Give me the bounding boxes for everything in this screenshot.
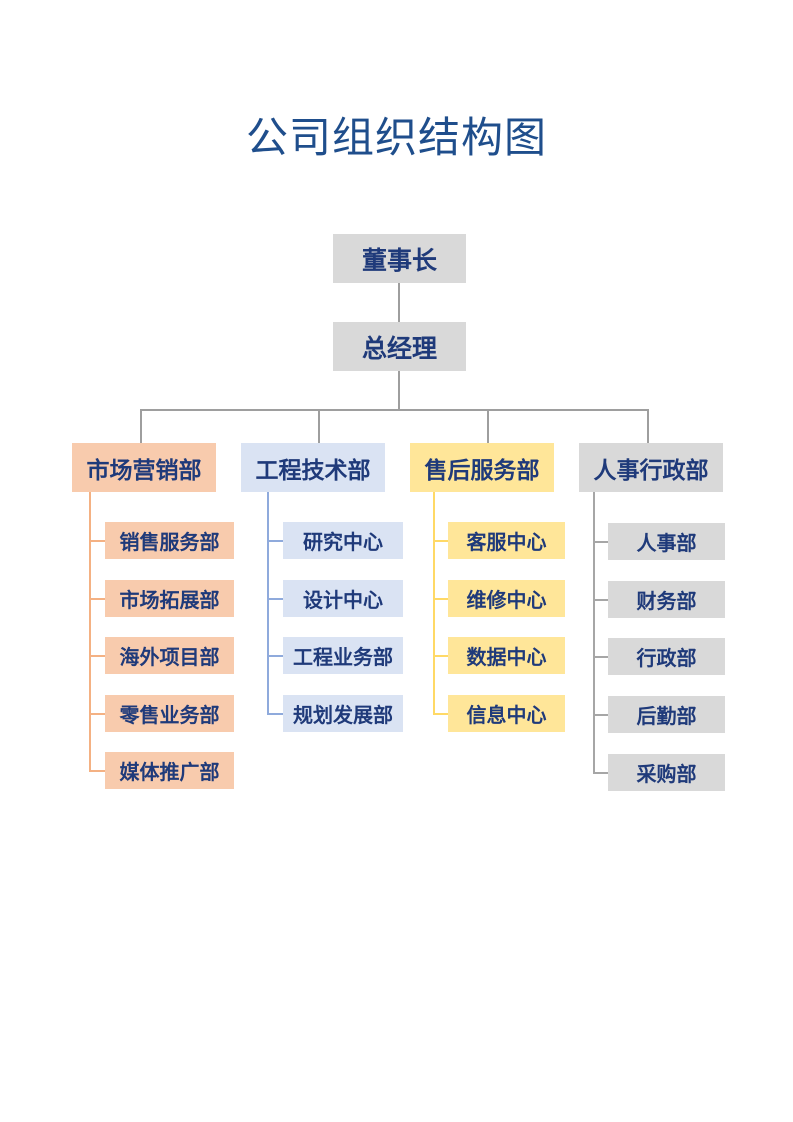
connector-line <box>89 655 105 657</box>
connector-line <box>89 770 105 772</box>
connector-line <box>593 714 608 716</box>
connector-line <box>433 540 448 542</box>
unit-information-center: 信息中心 <box>448 695 565 732</box>
unit-media-promotion: 媒体推广部 <box>105 752 234 789</box>
node-general-manager: 总经理 <box>333 322 466 371</box>
connector-line <box>398 283 400 322</box>
unit-design-center: 设计中心 <box>283 580 403 617</box>
connector-line <box>267 540 283 542</box>
unit-customer-service: 客服中心 <box>448 522 565 559</box>
connector-line <box>267 492 269 715</box>
connector-line <box>89 540 105 542</box>
unit-overseas-projects: 海外项目部 <box>105 637 234 674</box>
unit-planning-development: 规划发展部 <box>283 695 403 732</box>
connector-line <box>140 409 142 443</box>
connector-line <box>647 409 649 443</box>
connector-line <box>398 371 400 410</box>
unit-retail-business: 零售业务部 <box>105 695 234 732</box>
department-marketing: 市场营销部 <box>72 443 216 492</box>
unit-finance: 财务部 <box>608 581 725 618</box>
department-engineering: 工程技术部 <box>241 443 385 492</box>
connector-line <box>140 409 649 411</box>
page-title: 公司组织结构图 <box>245 113 547 162</box>
connector-line <box>593 656 608 658</box>
unit-sales-service: 销售服务部 <box>105 522 234 559</box>
department-hr-admin: 人事行政部 <box>579 443 723 492</box>
unit-administration: 行政部 <box>608 638 725 675</box>
connector-line <box>89 598 105 600</box>
connector-line <box>593 492 595 774</box>
unit-maintenance-center: 维修中心 <box>448 580 565 617</box>
connector-line <box>593 541 608 543</box>
connector-line <box>433 655 448 657</box>
department-after-sales: 售后服务部 <box>410 443 554 492</box>
connector-line <box>433 492 435 715</box>
connector-line <box>433 598 448 600</box>
connector-line <box>267 655 283 657</box>
connector-line <box>89 492 91 772</box>
unit-data-center: 数据中心 <box>448 637 565 674</box>
connector-line <box>318 409 320 443</box>
unit-procurement: 采购部 <box>608 754 725 791</box>
node-chairman: 董事长 <box>333 234 466 283</box>
unit-market-expansion: 市场拓展部 <box>105 580 234 617</box>
unit-logistics: 后勤部 <box>608 696 725 733</box>
unit-engineering-business: 工程业务部 <box>283 637 403 674</box>
connector-line <box>593 772 608 774</box>
connector-line <box>89 713 105 715</box>
connector-line <box>593 599 608 601</box>
unit-personnel: 人事部 <box>608 523 725 560</box>
connector-line <box>487 409 489 443</box>
connector-line <box>267 713 283 715</box>
connector-line <box>433 713 448 715</box>
connector-line <box>267 598 283 600</box>
unit-research-center: 研究中心 <box>283 522 403 559</box>
